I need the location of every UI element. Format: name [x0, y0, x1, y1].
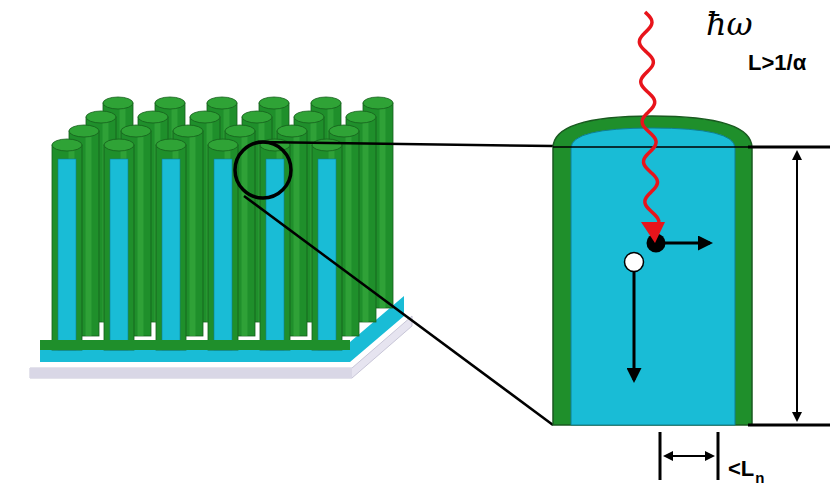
hole — [625, 253, 644, 272]
nanowire — [52, 139, 82, 350]
hole-arrow — [633, 262, 636, 380]
dimension-tick — [717, 432, 720, 480]
dimension-tick — [748, 424, 830, 427]
dimension-arrow — [796, 152, 798, 420]
nanowire-shell — [553, 116, 752, 425]
zoom-circle — [235, 142, 291, 198]
nanowire — [312, 139, 342, 350]
dimension-label: <L — [728, 458, 754, 480]
nanowire — [260, 139, 290, 350]
dimension-tick — [748, 146, 830, 149]
substrate-edge — [30, 368, 352, 378]
zoom-line — [244, 196, 553, 425]
zoom-line — [258, 142, 553, 146]
photon-label: ħω — [706, 8, 753, 40]
photon-head — [641, 222, 665, 243]
shell-layer — [40, 340, 350, 350]
dimension-tick — [659, 432, 662, 480]
nanowire — [104, 139, 134, 350]
photon-wave — [639, 12, 659, 222]
dimension-arrow — [665, 455, 713, 457]
nanowire — [156, 139, 186, 350]
dimension-label: L>1/α — [748, 52, 806, 74]
subscript: n — [755, 470, 764, 485]
nanowire-array — [40, 97, 393, 350]
